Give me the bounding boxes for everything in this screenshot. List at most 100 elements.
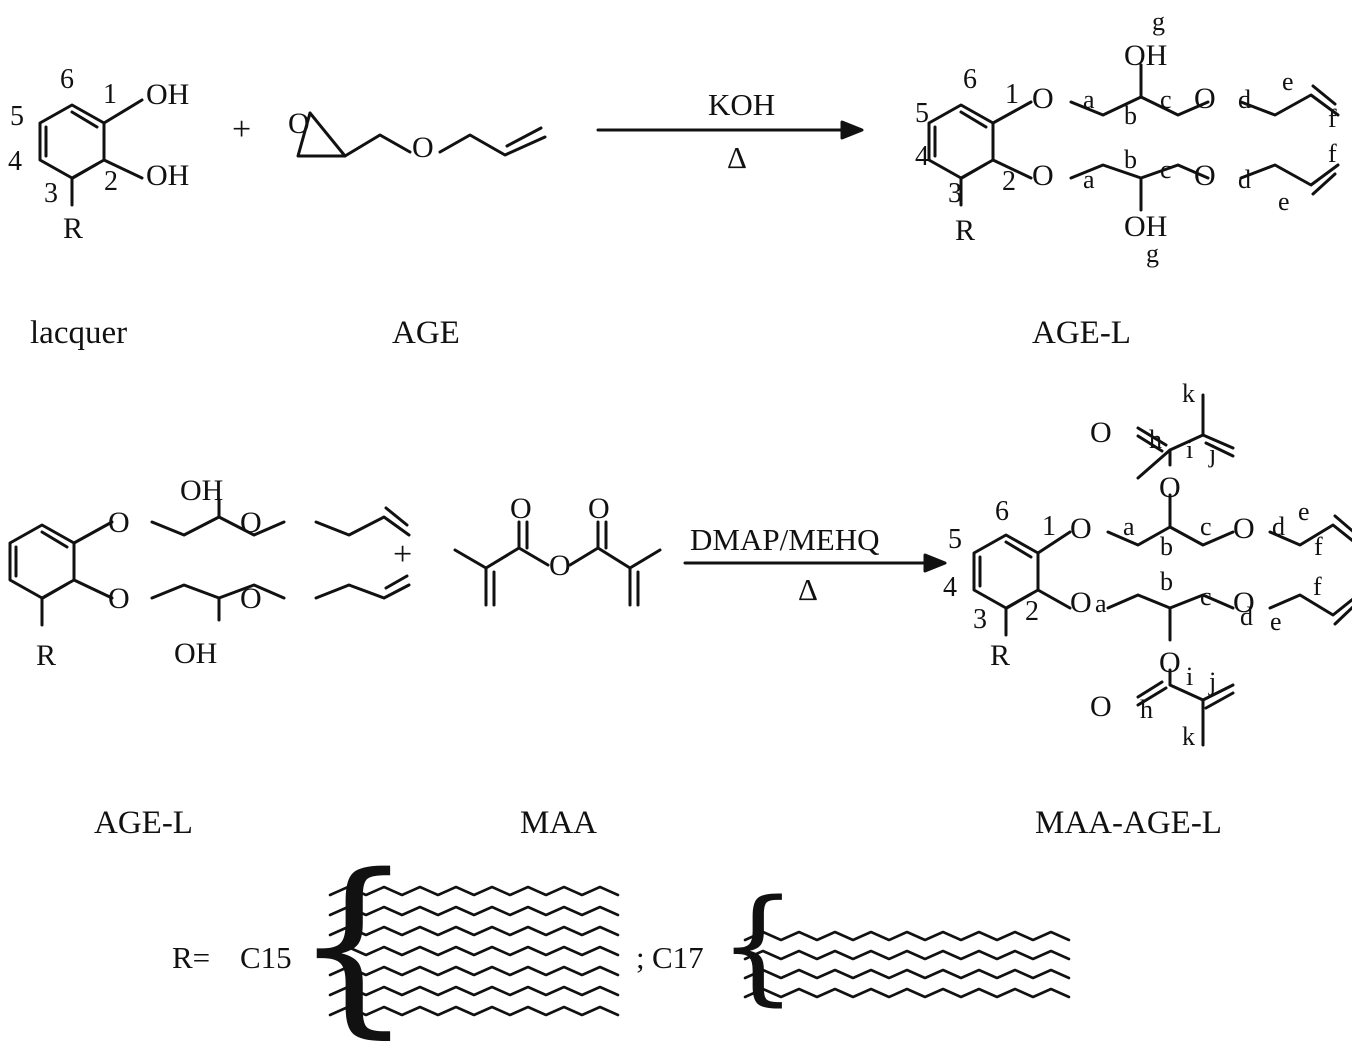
maa-age-l-o-carbonyl-top: O bbox=[1090, 416, 1112, 449]
c15-chains bbox=[328, 885, 620, 1017]
arrow-1-above: KOH bbox=[708, 87, 775, 122]
age-l-name: AGE-L bbox=[1032, 315, 1131, 351]
maa-age-l-name: MAA-AGE-L bbox=[1035, 805, 1222, 841]
maa-age-l-label-i-top: i bbox=[1186, 435, 1193, 464]
age-l-label-c-bottom: c bbox=[1160, 155, 1172, 184]
maa-age-l-label-h-bottom: h bbox=[1140, 695, 1153, 724]
maa-age-l-label-d-bottom: d bbox=[1240, 602, 1253, 631]
r-separator: ; bbox=[636, 940, 645, 975]
plus-1: + bbox=[232, 111, 251, 148]
c15-brace: { bbox=[293, 834, 414, 1047]
arrow-1-below: Δ bbox=[727, 140, 747, 175]
reaction-arrow-1 bbox=[596, 120, 864, 140]
age-epoxide-o: O bbox=[288, 107, 310, 140]
arrow-2-below: Δ bbox=[798, 572, 818, 607]
age-l-oh-top: OH bbox=[1124, 39, 1167, 72]
maa-age-l-label-e-bottom: e bbox=[1270, 607, 1282, 636]
age-l-o-1: O bbox=[1032, 82, 1054, 115]
maa-name: MAA bbox=[520, 805, 597, 841]
age-l-label-f-bottom: f bbox=[1328, 139, 1337, 168]
lacquer-oh-top: OH bbox=[146, 78, 189, 111]
c15-chain bbox=[328, 965, 620, 977]
age-l-label-b-top: b bbox=[1124, 101, 1137, 130]
age-l-reactant-r: R bbox=[36, 639, 56, 672]
age-l-label-d-bottom: d bbox=[1238, 165, 1251, 194]
maa-age-l-label-h-top: h bbox=[1149, 425, 1162, 454]
c17-chain bbox=[743, 949, 1071, 961]
c17-chain bbox=[743, 987, 1071, 999]
maa-o-center: O bbox=[549, 549, 571, 582]
maa-age-l-label-b-top: b bbox=[1160, 532, 1173, 561]
plus-2: + bbox=[393, 536, 412, 573]
c15-chain bbox=[328, 905, 620, 917]
maa-o-left: O bbox=[510, 492, 532, 525]
age-l-reactant-o-4: O bbox=[240, 582, 262, 615]
c15-chain bbox=[328, 985, 620, 997]
age-l-r: R bbox=[955, 214, 975, 247]
age-l-product-structure bbox=[927, 63, 1340, 212]
maa-age-l-pos-2: 2 bbox=[1025, 596, 1039, 627]
maa-age-l-label-i-bottom: i bbox=[1186, 662, 1193, 691]
age-ether-o: O bbox=[412, 131, 434, 164]
age-l-pos-4: 4 bbox=[915, 141, 929, 172]
c15-chain bbox=[328, 925, 620, 937]
maa-age-l-label-b-bottom: b bbox=[1160, 567, 1173, 596]
age-l-o-4: O bbox=[1194, 159, 1216, 192]
lacquer-pos-1: 1 bbox=[103, 79, 117, 110]
age-l-pos-1: 1 bbox=[1005, 79, 1019, 110]
maa-age-l-label-a-bottom: a bbox=[1095, 589, 1107, 618]
age-l-o-2: O bbox=[1032, 159, 1054, 192]
age-l-label-e-top: e bbox=[1282, 67, 1294, 96]
reaction-arrow-2 bbox=[683, 553, 947, 573]
maa-age-l-label-f-bottom: f bbox=[1313, 572, 1322, 601]
lacquer-pos-3: 3 bbox=[44, 178, 58, 209]
maa-age-l-pos-3: 3 bbox=[973, 604, 987, 635]
maa-age-l-o-ester-top: O bbox=[1159, 471, 1181, 504]
maa-age-l-label-a-top: a bbox=[1123, 512, 1135, 541]
age-l-pos-6: 6 bbox=[963, 64, 977, 95]
age-l-label-e-bottom: e bbox=[1278, 187, 1290, 216]
age-l-reactant-structure bbox=[8, 498, 411, 627]
c17-chain bbox=[743, 968, 1071, 980]
maa-age-l-label-j-bottom: j bbox=[1208, 667, 1216, 696]
age-l-oh-bottom: OH bbox=[1124, 210, 1167, 243]
age-l-reactant-o-1: O bbox=[108, 506, 130, 539]
age-l-pos-2: 2 bbox=[1002, 166, 1016, 197]
lacquer-name: lacquer bbox=[30, 315, 127, 351]
age-l-reactant-name: AGE-L bbox=[94, 805, 193, 841]
maa-age-l-label-k-bottom: k bbox=[1182, 722, 1195, 751]
age-l-o-3: O bbox=[1194, 82, 1216, 115]
c17-chain bbox=[743, 930, 1071, 942]
maa-structure bbox=[453, 520, 662, 607]
maa-age-l-label-c-top: c bbox=[1200, 512, 1212, 541]
maa-age-l-pos-4: 4 bbox=[943, 572, 957, 603]
lacquer-pos-2: 2 bbox=[104, 166, 118, 197]
age-name: AGE bbox=[392, 315, 460, 351]
age-l-label-g-top: g bbox=[1152, 7, 1165, 36]
age-l-label-c-top: c bbox=[1160, 85, 1172, 114]
maa-age-l-label-j-top: j bbox=[1208, 439, 1216, 468]
maa-age-l-o-carbonyl-bottom: O bbox=[1090, 690, 1112, 723]
maa-age-l-product-structure bbox=[972, 393, 1352, 747]
age-l-reactant-o-2: O bbox=[108, 582, 130, 615]
age-structure bbox=[296, 111, 547, 158]
maa-age-l-label-e-top: e bbox=[1298, 497, 1310, 526]
lacquer-pos-6: 6 bbox=[60, 64, 74, 95]
maa-age-l-label-d-top: d bbox=[1272, 512, 1285, 541]
c15-chain bbox=[328, 885, 620, 897]
maa-age-l-pos-5: 5 bbox=[948, 524, 962, 555]
maa-o-right: O bbox=[588, 492, 610, 525]
lacquer-r: R bbox=[63, 212, 83, 245]
age-l-label-a-top: a bbox=[1083, 85, 1095, 114]
maa-age-l-label-f-top: f bbox=[1314, 532, 1323, 561]
lacquer-pos-4: 4 bbox=[8, 146, 22, 177]
c17-brace: { bbox=[718, 873, 798, 1018]
age-l-reactant-oh-bottom: OH bbox=[174, 637, 217, 670]
age-l-reactant-o-3: O bbox=[240, 506, 262, 539]
age-l-pos-3: 3 bbox=[948, 178, 962, 209]
maa-age-l-label-c-bottom: c bbox=[1200, 582, 1212, 611]
age-l-pos-5: 5 bbox=[915, 98, 929, 129]
maa-age-l-r: R bbox=[990, 639, 1010, 672]
maa-age-l-o-2: O bbox=[1070, 586, 1092, 619]
age-l-reactant-oh-top: OH bbox=[180, 474, 223, 507]
